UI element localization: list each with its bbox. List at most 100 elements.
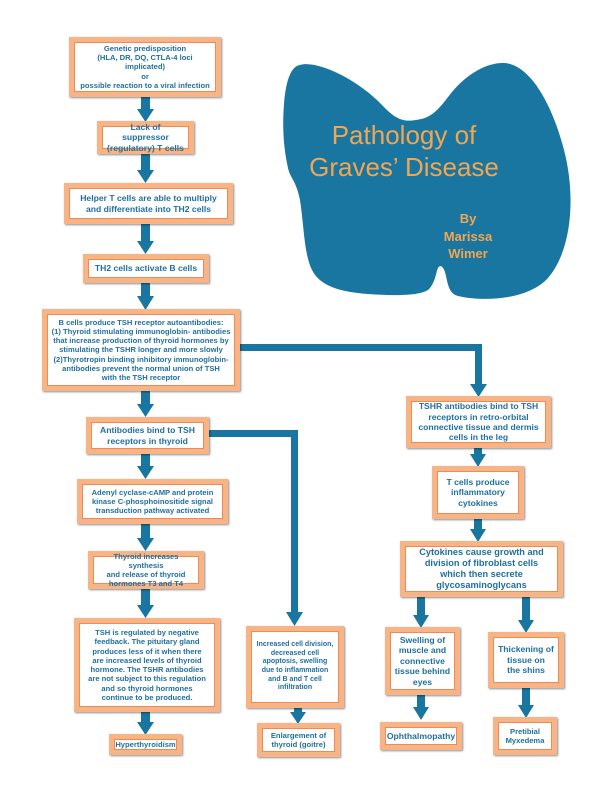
- node-text: Increased cell division,: [257, 641, 334, 650]
- node-text: produces less of it when there: [88, 647, 206, 656]
- node-ophthalmopathy: Ophthalmopathy: [380, 722, 462, 750]
- node-text: inflammatory: [446, 487, 509, 497]
- arrow-shaft: [522, 597, 530, 622]
- node-text: (HLA, DR, DQ, CTLA-4 loci implicated): [78, 53, 212, 72]
- node-genetic-predisposition: Genetic predisposition (HLA, DR, DQ, CTL…: [69, 37, 221, 97]
- node-th2-activate-b: TH2 cells activate B cells: [83, 254, 209, 283]
- node-text: Lack of suppressor: [106, 122, 185, 143]
- node-text: or: [78, 72, 212, 81]
- arrow-shaft: [141, 391, 150, 406]
- node-text: (regulatory) T cells: [106, 143, 185, 153]
- arrow-shaft: [141, 589, 150, 607]
- node-antibodies-bind-thyroid: Antibodies bind to TSH receptors in thyr…: [86, 417, 209, 454]
- node-text: and so thyroid hormones: [88, 684, 206, 693]
- title-line-1: Pathology of: [304, 120, 504, 152]
- node-text: Pretibial: [506, 727, 545, 736]
- arrow-shaft: [141, 524, 150, 540]
- arrow-head: [413, 707, 429, 720]
- node-adenyl-cyclase: Adenyl cyclase-cAMP and protein kinase C…: [77, 479, 228, 524]
- node-text: glycosaminoglycans: [419, 580, 544, 591]
- arrow-head: [137, 170, 154, 183]
- node-text: thyroid (goitre): [271, 740, 326, 749]
- node-helper-t-cells: Helper T cells are able to multiply and …: [64, 183, 233, 224]
- author-byline: By Marissa Wimer: [428, 210, 508, 263]
- node-text: are not subject to this regulation: [88, 674, 206, 683]
- node-text: the shins: [498, 665, 554, 675]
- arrow-shaft: [522, 688, 530, 707]
- node-text: and B and T cell: [257, 676, 334, 685]
- node-text: tissue behind: [395, 666, 450, 676]
- node-text: with the TSH receptor: [52, 373, 231, 382]
- byline-by: By: [428, 210, 508, 228]
- arrow-head: [137, 241, 154, 254]
- connector-line: [208, 430, 298, 437]
- node-text: decreased cell: [257, 650, 334, 659]
- node-text: that increase production of thyroid horm…: [52, 336, 231, 345]
- node-negative-feedback: TSH is regulated by negative feedback. T…: [74, 618, 220, 712]
- node-swelling-eyes: Swelling of muscle and connective tissue…: [385, 627, 460, 695]
- node-text: Thyroid increases synthesis: [97, 552, 195, 571]
- node-hyperthyroidism: Hyperthyroidism: [109, 734, 182, 755]
- node-cytokines-fibroblast: Cytokines cause growth and division of f…: [400, 541, 563, 597]
- node-text: due to inflammation: [257, 667, 334, 676]
- node-text: receptors in retro-orbital: [418, 412, 538, 422]
- connector-line: [291, 430, 298, 614]
- node-cell-division: Increased cell division, decreased cell …: [246, 626, 344, 708]
- node-text: Adenyl cyclase-cAMP and protein: [92, 488, 214, 497]
- connector-line: [475, 344, 482, 386]
- node-text: T cells produce: [446, 477, 509, 487]
- node-text: connective tissue and dermis: [418, 422, 538, 432]
- arrow-shaft: [141, 283, 150, 298]
- arrow-head: [137, 605, 154, 618]
- node-text: and release of thyroid: [97, 570, 195, 579]
- node-pretibial-myxedema: Pretibial Myxedema: [493, 717, 557, 755]
- node-text: TH2 cells activate B cells: [95, 263, 197, 273]
- byline-first-name: Marissa: [428, 228, 508, 246]
- arrow-head: [137, 538, 154, 551]
- node-text: transduction pathway activated: [92, 506, 214, 515]
- node-text: Myxedema: [506, 736, 545, 745]
- node-text: Hyperthyroidism: [115, 740, 175, 749]
- node-text: TSH is regulated by negative: [88, 628, 206, 637]
- node-text: Swelling of: [395, 635, 450, 645]
- node-text: Cytokines cause growth and: [419, 547, 544, 558]
- title-line-2: Graves’ Disease: [304, 152, 504, 184]
- node-text: Thickening of: [498, 644, 554, 654]
- node-text: tissue on: [498, 655, 554, 665]
- arrow-shaft: [141, 153, 150, 172]
- node-text: kinase C-phosphoinositide signal: [92, 497, 214, 506]
- node-text: apoptosis, swelling: [257, 658, 334, 667]
- node-text: hormones T3 and T4: [97, 579, 195, 588]
- node-text: feedback. The pituitary gland: [88, 637, 206, 646]
- arrow-head: [286, 612, 303, 626]
- node-text: cells in the leg: [418, 432, 538, 442]
- node-text: continue to be produced.: [88, 693, 206, 702]
- node-t-cells-cytokines: T cells produce inflammatory cytokines: [432, 466, 524, 519]
- node-text: which then secrete: [419, 569, 544, 580]
- node-text: Helper T cells are able to multiply: [80, 193, 217, 203]
- node-text: infiltration: [257, 684, 334, 693]
- node-text: stimulating the TSHR longer and more slo…: [52, 345, 231, 354]
- node-text: and differentiate into TH2 cells: [80, 204, 217, 214]
- node-thickening-shins: Thickening of tissue on the shins: [488, 632, 564, 688]
- node-text: antibodies prevent the normal union of T…: [52, 364, 231, 373]
- node-text: are increased levels of thyroid: [88, 656, 206, 665]
- arrow-head: [137, 296, 154, 310]
- arrow-shaft: [141, 454, 150, 468]
- node-text: Genetic predisposition: [78, 44, 212, 53]
- node-text: (2)Thyrotropin binding inhibitory immuno…: [52, 355, 231, 364]
- node-text: B cells produce TSH receptor autoantibod…: [52, 318, 231, 327]
- node-text: division of fibroblast cells: [419, 558, 544, 569]
- byline-last-name: Wimer: [428, 245, 508, 263]
- node-lack-of-suppressor: Lack of suppressor (regulatory) T cells: [97, 121, 194, 154]
- node-text: Antibodies bind to TSH: [100, 425, 195, 435]
- arrow-shaft: [141, 224, 150, 243]
- node-b-cells-autoantibodies: B cells produce TSH receptor autoantibod…: [42, 309, 240, 391]
- node-text: TSHR antibodies bind to TSH: [418, 401, 538, 411]
- node-text: muscle and: [395, 645, 450, 655]
- node-text: (1) Thyroid stimulating immunoglobin- an…: [52, 327, 231, 336]
- node-text: connective: [395, 656, 450, 666]
- arrow-shaft: [141, 97, 150, 111]
- node-text: cytokines: [446, 498, 509, 508]
- connector-line: [240, 344, 482, 351]
